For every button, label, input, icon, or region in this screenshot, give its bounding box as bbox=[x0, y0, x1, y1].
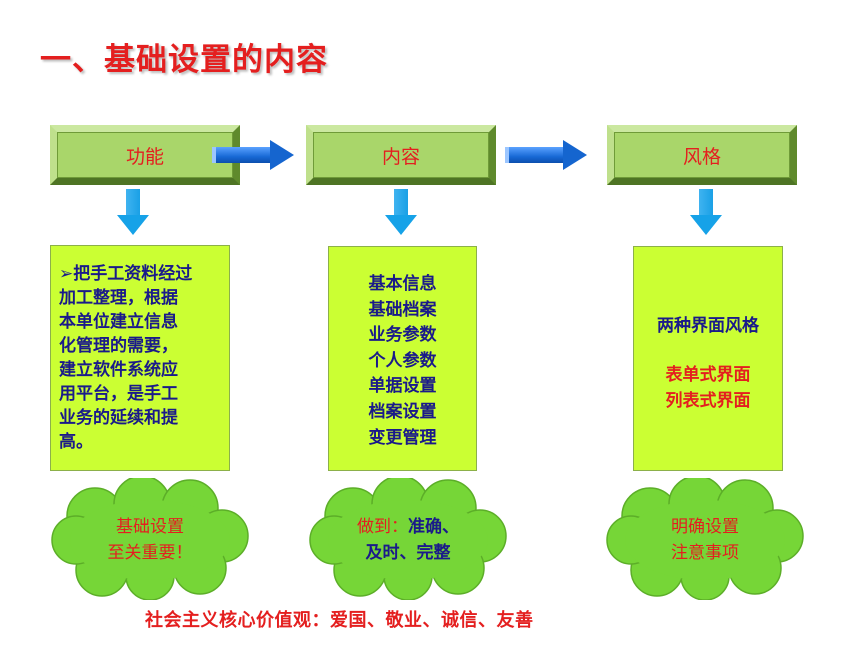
header-style: 风格 bbox=[607, 125, 797, 185]
function-description-box: ➢把手工资料经过 加工整理，根据 本单位建立信息 化管理的需要， 建立软件系统应… bbox=[50, 245, 230, 471]
description-line: 用平台，是手工 bbox=[59, 384, 178, 404]
cloud-right-line1: 明确设置 bbox=[671, 517, 739, 537]
down-arrow-icon bbox=[117, 189, 149, 237]
cloud-mid-line1: 做到：准确、 bbox=[357, 517, 459, 537]
header-content: 内容 bbox=[306, 125, 496, 185]
style-form-view: 表单式界面 bbox=[665, 365, 751, 385]
down-arrow-icon bbox=[385, 189, 417, 237]
description-line: ➢把手工资料经过 bbox=[59, 264, 193, 284]
description-line: 业务的延续和提 bbox=[59, 408, 178, 428]
down-arrow-icon bbox=[690, 189, 722, 237]
right-arrow-icon bbox=[212, 140, 294, 170]
style-box: 两种界面风格 表单式界面 列表式界面 bbox=[633, 246, 783, 471]
content-item: 个人参数 bbox=[368, 350, 437, 371]
content-item: 基础档案 bbox=[368, 299, 437, 320]
page-title: 一、基础设置的内容 bbox=[40, 42, 328, 78]
cloud-left-line1: 基础设置 bbox=[116, 517, 184, 537]
style-summary: 两种界面风格 bbox=[657, 316, 759, 336]
description-line: 建立软件系统应 bbox=[59, 360, 178, 380]
content-item: 业务参数 bbox=[368, 325, 437, 346]
right-arrow-icon bbox=[505, 140, 587, 170]
core-values-footer: 社会主义核心价值观：爱国、敬业、诚信、友善 bbox=[145, 610, 534, 631]
cloud-mid-line2: 及时、完整 bbox=[365, 543, 451, 563]
header-content-label: 内容 bbox=[381, 145, 420, 168]
cloud-callout-mid: 做到：准确、 及时、完整 bbox=[308, 478, 508, 600]
cloud-right-line2: 注意事项 bbox=[671, 543, 739, 563]
description-line: 本单位建立信息 bbox=[59, 312, 178, 332]
cloud-callout-right: 明确设置 注意事项 bbox=[605, 478, 805, 600]
header-function-label: 功能 bbox=[125, 145, 164, 168]
style-list-view: 列表式界面 bbox=[665, 391, 751, 411]
content-item: 基本信息 bbox=[368, 274, 437, 294]
header-style-label: 风格 bbox=[682, 145, 721, 168]
bullet-icon: ➢ bbox=[59, 264, 74, 284]
content-list-box: 基本信息 基础档案 业务参数 个人参数 单据设置 档案设置 变更管理 bbox=[328, 246, 477, 471]
description-line: 化管理的需要， bbox=[59, 336, 178, 356]
header-function: 功能 bbox=[50, 125, 240, 185]
content-item: 单据设置 bbox=[368, 376, 437, 397]
cloud-callout-left: 基础设置 至关重要！ bbox=[50, 478, 250, 600]
content-item: 变更管理 bbox=[368, 427, 437, 448]
content-item: 档案设置 bbox=[368, 401, 437, 422]
cloud-left-line2: 至关重要！ bbox=[107, 543, 193, 563]
description-line: 高。 bbox=[59, 432, 93, 452]
description-line: 加工整理，根据 bbox=[59, 288, 178, 308]
